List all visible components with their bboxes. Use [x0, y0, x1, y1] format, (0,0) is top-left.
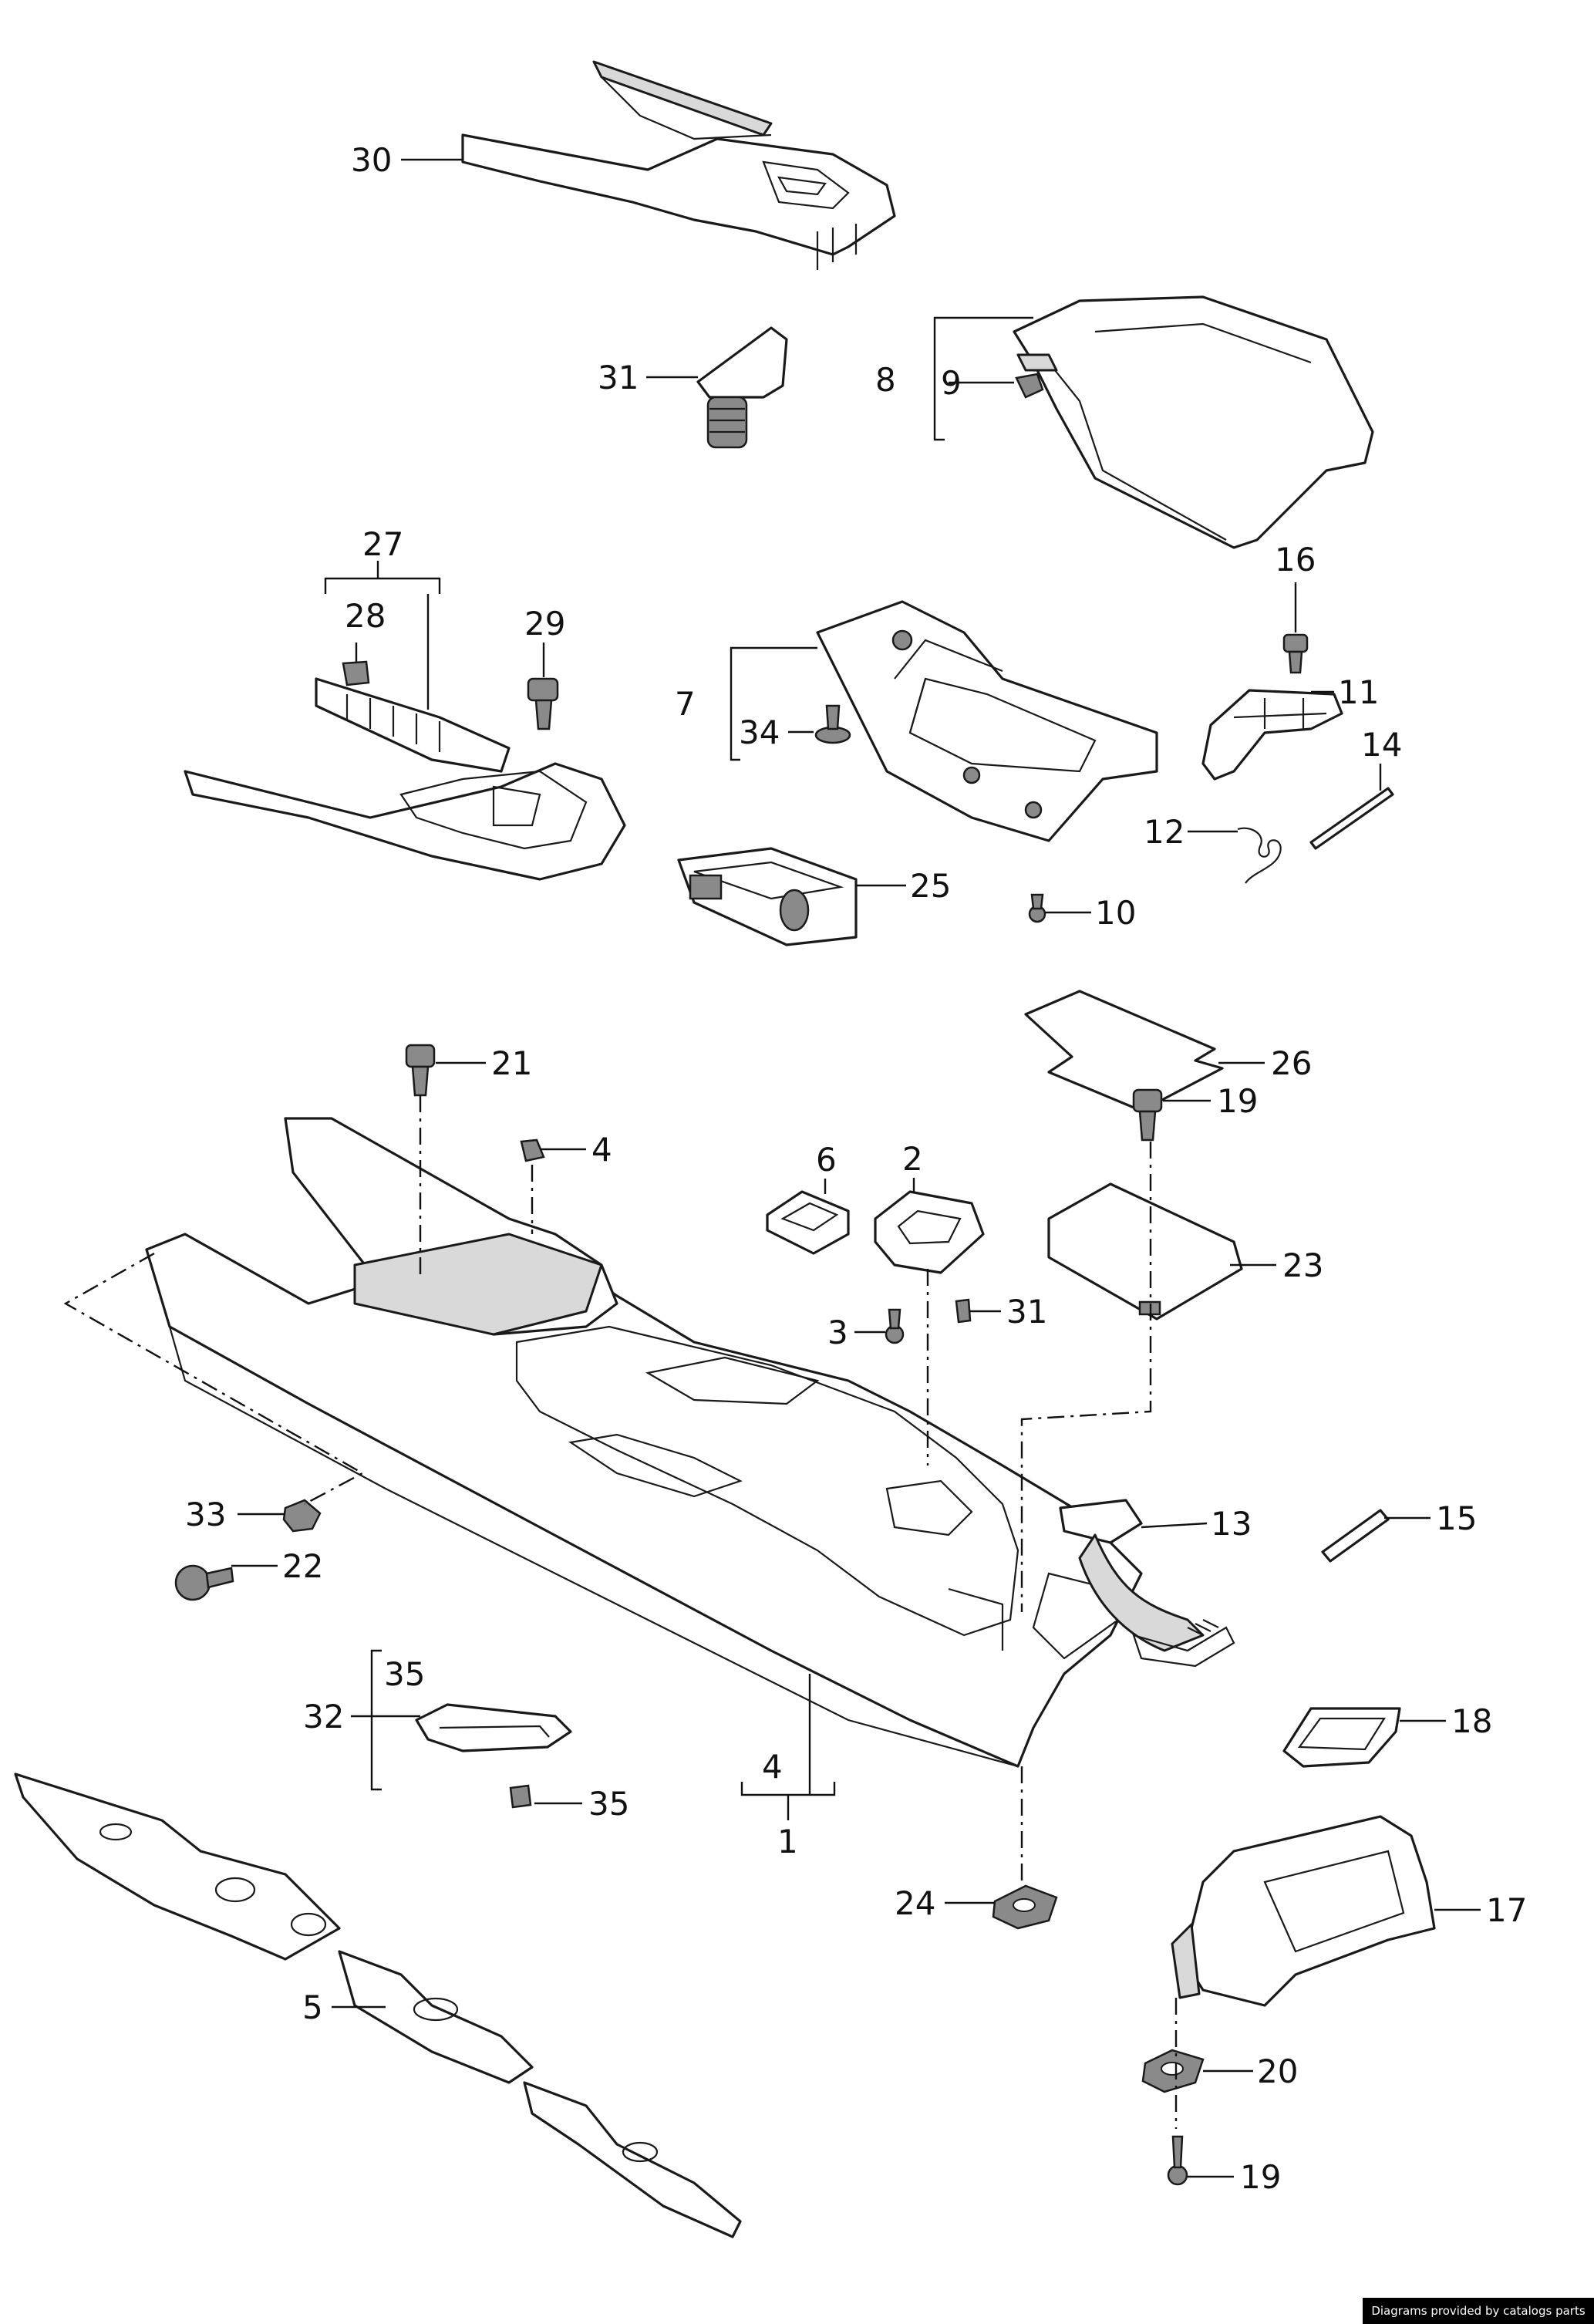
- part-20-nut-bracket: [1141, 2049, 1205, 2093]
- part-31-clip: [955, 1298, 972, 1324]
- part-7-storage-box: [816, 600, 1158, 842]
- part-10-screw: [1028, 893, 1046, 923]
- callout-2: 2: [902, 1140, 923, 1178]
- callout-7: 7: [675, 685, 696, 723]
- callout-4-top: 4: [591, 1131, 612, 1169]
- alignment-lines: [63, 1095, 1178, 2129]
- part-15-pin: [1321, 1509, 1390, 1563]
- callout-25: 25: [910, 867, 951, 905]
- callout-3: 3: [827, 1314, 848, 1351]
- callout-17: 17: [1486, 1891, 1527, 1929]
- part-17-rear-cover: [1171, 1815, 1436, 2007]
- callout-16: 16: [1275, 541, 1316, 578]
- part-6-switch: [766, 1190, 850, 1255]
- callout-10: 10: [1095, 894, 1136, 932]
- part-13-wiring-harness: [1059, 1499, 1235, 1668]
- part-9-clip: [1015, 373, 1044, 399]
- part-2-cupholder-insert: [874, 1190, 985, 1274]
- part-3-screw: [885, 1308, 905, 1344]
- callout-13: 13: [1211, 1505, 1252, 1543]
- callout-24: 24: [895, 1884, 935, 1922]
- part-31-knob: [696, 326, 788, 449]
- callout-31: 31: [598, 359, 639, 396]
- leader-lines: [231, 158, 1481, 2178]
- part-5-insulation-strip: [14, 1773, 742, 2238]
- part-26-mat: [1024, 990, 1224, 1112]
- callout-19-lower: 19: [1240, 2158, 1281, 2196]
- part-25-switch-module: [677, 847, 858, 946]
- part-8-armrest-lid: [1013, 295, 1374, 549]
- callout-28: 28: [345, 597, 386, 635]
- callout-20: 20: [1257, 2052, 1298, 2090]
- part-24-nut-bracket: [992, 1884, 1058, 1930]
- callout-30: 30: [351, 141, 392, 179]
- callout-19-upper: 19: [1217, 1082, 1258, 1120]
- callout-6: 6: [816, 1141, 837, 1179]
- callout-27: 27: [362, 525, 403, 563]
- part-32-trim-piece: [415, 1703, 572, 1752]
- callout-29: 29: [524, 605, 565, 643]
- callout-32: 32: [303, 1698, 344, 1735]
- callout-15: 15: [1436, 1499, 1477, 1537]
- callout-34: 34: [739, 713, 780, 751]
- callout-12: 12: [1144, 813, 1185, 851]
- callout-8: 8: [875, 361, 896, 399]
- callout-35-upper: 35: [384, 1655, 425, 1693]
- callout-23: 23: [1282, 1246, 1323, 1284]
- callout-26: 26: [1271, 1044, 1312, 1082]
- callout-labels: 30 31 8 9 27 28 29 7 34 16 11 14 12 25 1…: [185, 141, 1527, 2196]
- part-12-spring: [1237, 827, 1282, 884]
- part-35-clip: [509, 1784, 532, 1809]
- credit-footer: Diagrams provided by catalogs parts: [1363, 2298, 1594, 2324]
- callout-14: 14: [1361, 726, 1402, 764]
- part-19-screw-lower: [1167, 2135, 1188, 2186]
- part-4-clip-top: [520, 1138, 545, 1162]
- part-28-clip: [342, 660, 370, 686]
- part-29-screw: [527, 677, 559, 730]
- part-33-nut: [282, 1499, 322, 1533]
- callout-35-lower: 35: [588, 1785, 629, 1823]
- part-18-pad: [1282, 1707, 1401, 1768]
- part-1-center-console: [145, 1117, 1143, 1768]
- part-23-cover-plate: [1047, 1182, 1243, 1321]
- callout-21: 21: [491, 1044, 532, 1082]
- part-21-bolt: [405, 1044, 436, 1097]
- part-30-shift-trim: [461, 60, 896, 270]
- part-19-bolt-upper: [1132, 1088, 1163, 1142]
- part-11-hinge-bracket: [1201, 689, 1343, 781]
- callout-22: 22: [282, 1547, 323, 1585]
- callout-5: 5: [302, 1988, 323, 2026]
- part-27-shift-panel: [184, 677, 626, 881]
- callout-11: 11: [1338, 673, 1379, 711]
- callout-4-bracket: 4: [762, 1748, 783, 1786]
- callout-1: 1: [777, 1823, 798, 1860]
- callout-33: 33: [185, 1496, 226, 1533]
- part-22-bolt: [174, 1564, 234, 1601]
- callout-31-clip: 31: [1006, 1293, 1047, 1331]
- callout-9: 9: [941, 364, 962, 402]
- callout-18: 18: [1451, 1702, 1492, 1740]
- part-14-pin: [1309, 787, 1394, 850]
- part-16-screw: [1282, 633, 1309, 674]
- part-34-screw: [814, 704, 851, 744]
